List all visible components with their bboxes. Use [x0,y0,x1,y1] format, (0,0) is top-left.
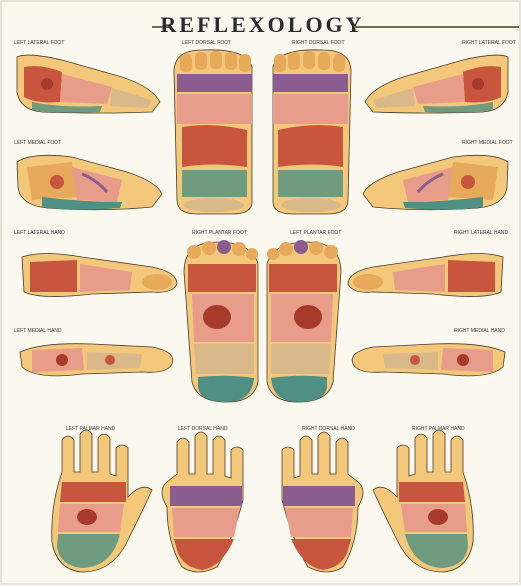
left-plantar-foot [267,240,341,402]
left-medial-hand [20,344,173,376]
left-lateral-hand [22,254,177,297]
right-plantar-foot [184,240,258,402]
left-dorsal-foot [174,50,252,214]
left-medial-foot [17,155,162,209]
right-palmar-hand [373,430,473,572]
right-dorsal-foot [273,50,351,214]
left-lateral-foot [17,55,160,113]
right-lateral-hand [348,254,503,297]
right-lateral-foot [365,55,508,113]
left-dorsal-hand [162,432,243,572]
right-dorsal-hand [282,432,363,572]
right-medial-hand [352,344,505,376]
left-palmar-hand [52,430,152,572]
right-medial-foot [363,155,508,209]
